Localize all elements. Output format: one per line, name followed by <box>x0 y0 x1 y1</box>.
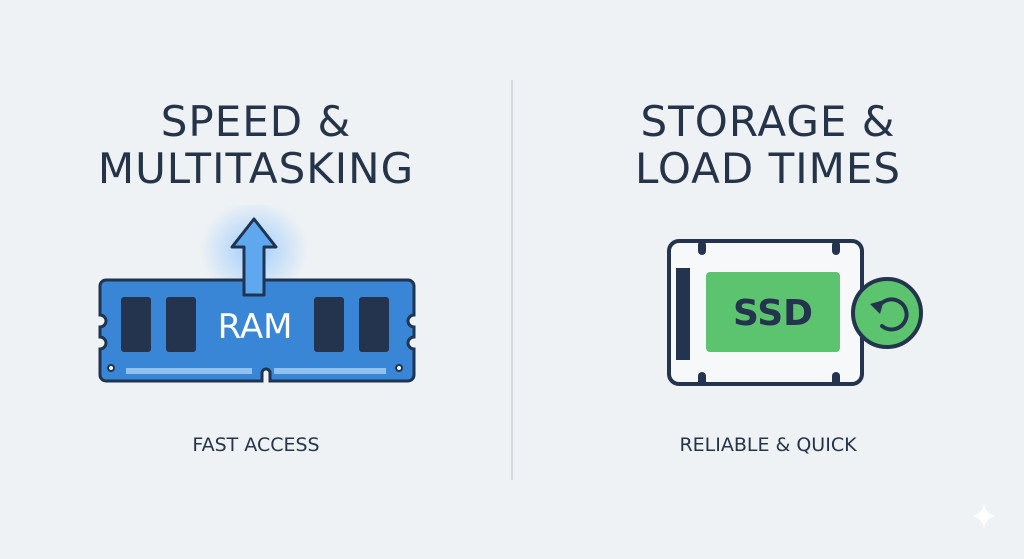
ssd-drive-icon: SSD <box>667 239 923 386</box>
left-title: SPEED & MULTITASKING <box>16 98 496 192</box>
right-title: STORAGE & LOAD TIMES <box>528 98 1008 192</box>
right-title-line2: LOAD TIMES <box>634 144 902 193</box>
sparkle-icon <box>972 504 996 528</box>
left-title-line1: SPEED & <box>160 97 352 146</box>
ssd-label: SSD <box>733 293 813 334</box>
right-title-line1: STORAGE & <box>640 97 896 146</box>
right-subtitle: RELIABLE & QUICK <box>679 434 857 456</box>
ram-label: RAM <box>218 307 293 347</box>
ram-module-icon: RAM <box>98 205 416 383</box>
left-title-line2: MULTITASKING <box>97 144 415 193</box>
divider <box>511 80 513 480</box>
refresh-icon <box>876 297 909 332</box>
left-subtitle: FAST ACCESS <box>192 434 320 456</box>
